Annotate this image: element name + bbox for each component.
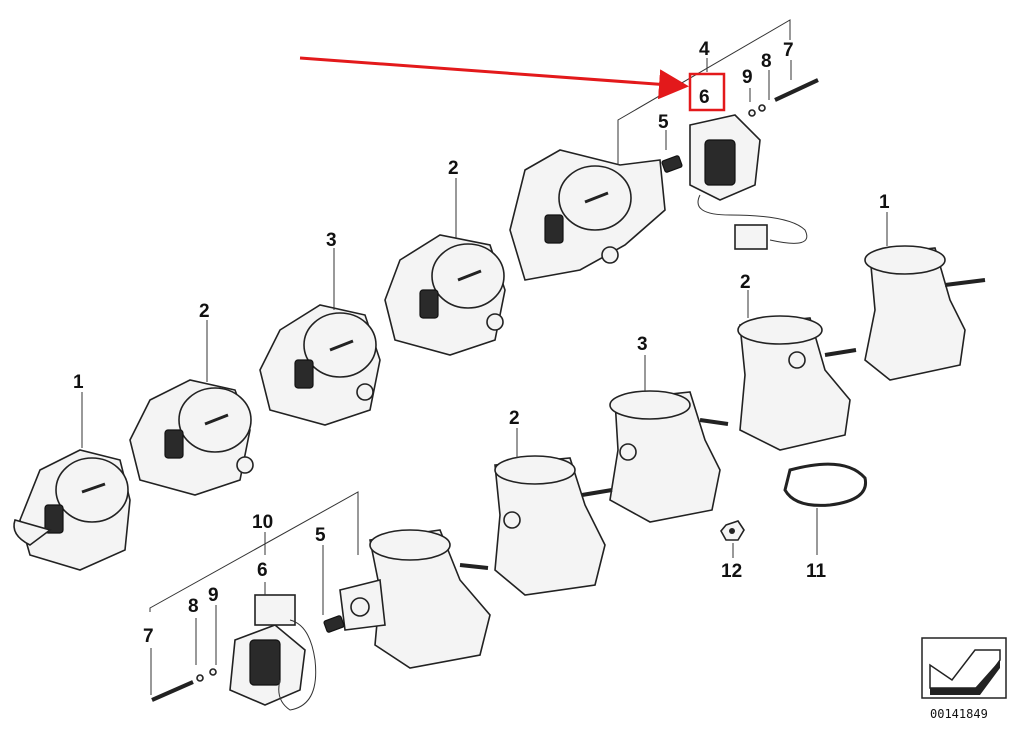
screw-lower-5 [323, 615, 345, 633]
callout: 6 [257, 560, 268, 581]
throttle-body-upper-4 [384, 234, 506, 356]
throttle-body-lower-1 [864, 245, 986, 381]
callout-highlighted: 6 [699, 87, 710, 108]
highlight-arrow [299, 56, 689, 100]
throttle-body-upper-5 [509, 149, 666, 281]
callout: 3 [637, 334, 648, 355]
callout: 12 [721, 561, 742, 582]
throttle-body-upper-1 [13, 449, 131, 571]
actuator-upper [689, 114, 808, 250]
callout: 8 [761, 51, 772, 72]
throttle-body-lower-2b [494, 455, 613, 596]
callout: 2 [509, 408, 520, 429]
reference-number: 00141849 [930, 707, 988, 721]
actuator-lower [229, 594, 317, 711]
callout: 5 [658, 112, 669, 133]
callout: 8 [188, 596, 199, 617]
nut-12 [720, 520, 745, 541]
bolt-upper-7 [748, 78, 819, 117]
throttle-body-upper-2 [129, 379, 254, 496]
reference-badge: 00141849 [921, 637, 1007, 721]
callout: 1 [73, 372, 84, 393]
callout-labels: 1 2 3 2 4 5 6 9 8 7 1 2 3 2 10 5 6 8 9 7… [73, 39, 890, 647]
callout: 9 [742, 67, 753, 88]
screw-upper-5 [661, 155, 683, 173]
callout: 1 [879, 192, 890, 213]
callout: 5 [315, 525, 326, 546]
bolt-lower-7 [151, 668, 217, 702]
callout: 3 [326, 230, 337, 251]
callout: 2 [448, 158, 459, 179]
throttle-body-upper-3 [259, 304, 381, 426]
callout: 11 [806, 561, 827, 582]
callout: 7 [783, 40, 794, 61]
callout: 2 [199, 301, 210, 322]
throttle-body-lower-4 [339, 529, 491, 669]
leader-lines [81, 19, 888, 695]
callout: 2 [740, 272, 751, 293]
callout: 9 [208, 585, 219, 606]
callout: 7 [143, 626, 154, 647]
callout: 10 [252, 512, 273, 533]
callout: 4 [699, 39, 710, 60]
highlight-box [688, 72, 726, 112]
gasket-11 [783, 462, 868, 507]
throttle-body-lower-2a [737, 315, 857, 451]
throttle-body-lower-3 [609, 390, 729, 523]
